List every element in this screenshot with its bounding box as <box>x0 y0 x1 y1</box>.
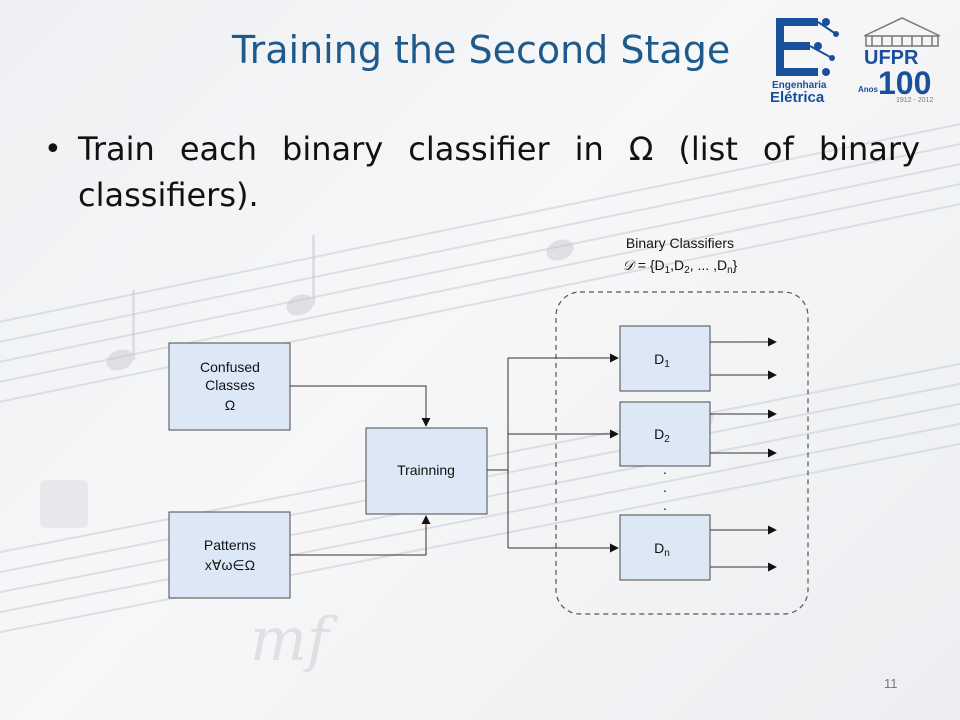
classifier-dn-box: Dn <box>619 514 711 581</box>
patterns-label-line2: x∀ω∈Ω <box>205 557 255 573</box>
classifier-d1-label: D1 <box>654 351 670 370</box>
logo-ufpr-anos: Anos <box>858 85 879 94</box>
classifiers-title: Binary Classifiers <box>626 235 734 251</box>
logo-eng-line1: Engenharia <box>772 80 827 91</box>
confused-label-line2: Classes <box>205 377 255 393</box>
logo-eng-line2: Elétrica <box>770 89 825 104</box>
ufpr-100-logo: UFPR 100 Anos 1912 - 2012 <box>858 17 941 104</box>
connector-patterns-to-training <box>290 515 431 556</box>
classifier-d1-box: D1 <box>619 325 711 392</box>
classifiers-group-border <box>555 291 809 615</box>
training-label: Trainning <box>397 462 455 478</box>
classifiers-set-symbol: 𝒟 <box>623 258 637 274</box>
confused-label-line1: Confused <box>200 359 260 375</box>
logo-ufpr-100: 100 <box>878 65 931 101</box>
bullet-text: Train each binary classifier in Ω (list … <box>78 130 920 214</box>
confused-label-omega: Ω <box>225 397 235 413</box>
bullet-marker: • <box>44 132 62 167</box>
ellipsis-dot-2: . <box>663 479 667 495</box>
logo-ufpr-name: UFPR <box>864 47 919 69</box>
patterns-label-line1: Patterns <box>204 537 256 553</box>
classifier-d2-label: D2 <box>654 426 670 445</box>
classifiers-set: 𝒟 = {D1,D2, ... ,Dn} <box>623 257 738 276</box>
connector-confused-to-training <box>290 385 431 427</box>
classifier-d2-box: D2 <box>619 401 711 467</box>
confused-classes-box: Confused Classes Ω <box>168 342 291 431</box>
engenharia-eletrica-logo: Engenharia Elétrica <box>770 18 839 104</box>
slide-title: Training the Second Stage <box>232 28 731 72</box>
svg-text:mf: mf <box>250 605 339 675</box>
training-box: Trainning <box>365 427 488 515</box>
page-number: 11 <box>884 676 898 691</box>
ellipsis-dot-3: . <box>663 497 667 513</box>
logo-ufpr-years: 1912 - 2012 <box>896 97 933 104</box>
classifier-dn-label: Dn <box>654 540 670 559</box>
patterns-box: Patterns x∀ω∈Ω <box>168 511 291 599</box>
ellipsis-dot-1: . <box>663 461 667 477</box>
